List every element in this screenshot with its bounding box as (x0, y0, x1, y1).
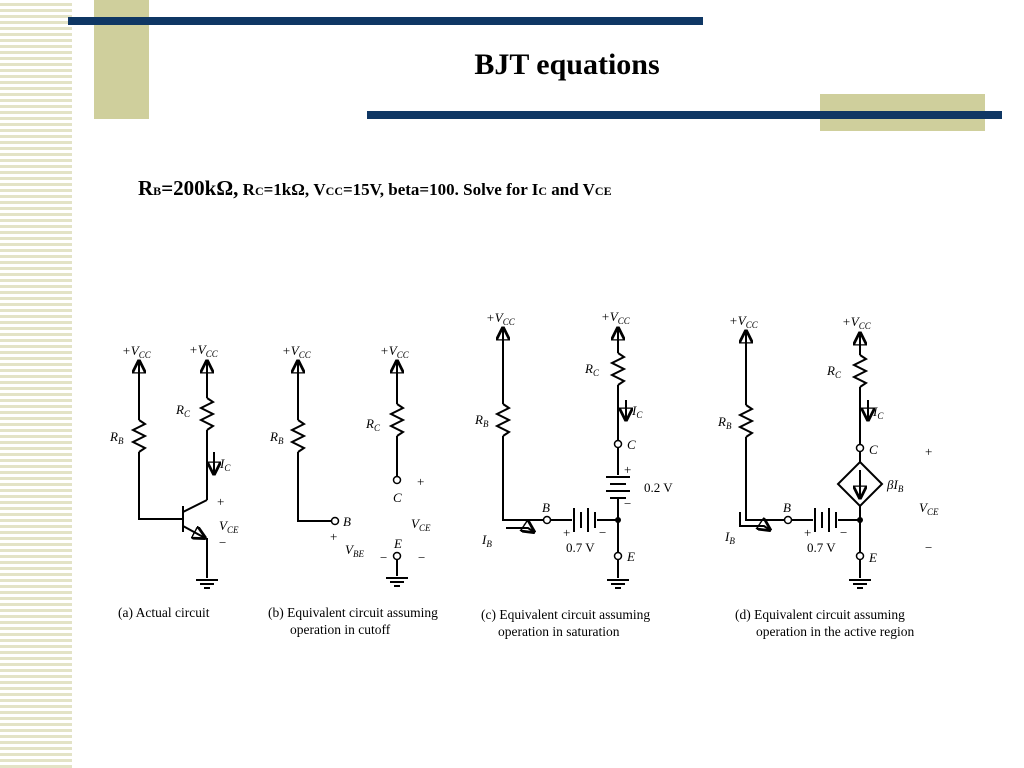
emitter-terminal-label: E (393, 536, 402, 551)
vce-sat-value-label: 0.2 V (644, 480, 673, 495)
plus-sign: + (804, 525, 811, 540)
vce-label: VCE (919, 500, 939, 517)
vcc-label: +VCC (486, 310, 516, 327)
caption-c-line2: operation in saturation (498, 624, 620, 639)
beta-ib-label: βIB (886, 477, 904, 494)
plus-sign: + (624, 462, 631, 477)
caption-b-line2: operation in cutoff (290, 622, 391, 637)
minus-sign: − (624, 496, 631, 511)
vcc-label: +VCC (729, 313, 759, 330)
rc-label: RC (584, 361, 600, 378)
vcc-label: +VCC (122, 343, 152, 360)
rc-label: RC (365, 416, 381, 433)
resistor-rb (289, 419, 307, 453)
vce-label: VCE (411, 516, 431, 533)
plus-sign: + (925, 444, 932, 459)
vcc-label: +VCC (189, 342, 219, 359)
ic-label: IC (872, 404, 884, 421)
ic-label: IC (219, 456, 231, 473)
collector-terminal-label: C (869, 442, 878, 457)
caption-d-line1: (d) Equivalent circuit assuming (735, 607, 905, 622)
resistor-rc (609, 352, 627, 386)
rb-label: RB (717, 414, 732, 431)
problem-statement: RB=200kΩ, RC=1kΩ, VCC=15V, beta=100. Sol… (138, 176, 612, 200)
minus-sign: − (840, 525, 847, 540)
minus-sign: − (380, 550, 387, 565)
caption-a: (a) Actual circuit (118, 605, 210, 620)
circuit-b-cutoff: +VCC RB B + VBE +VCC RC C + VCE E − − (b… (268, 343, 438, 637)
resistor-rb (494, 403, 512, 437)
plus-sign: + (563, 525, 570, 540)
base-terminal-label: B (343, 514, 351, 529)
collector-terminal-label: C (627, 437, 636, 452)
decorative-bar-top (68, 17, 703, 25)
ic-label: IC (631, 403, 643, 420)
vbe-value-label: 0.7 V (566, 540, 595, 555)
collector-terminal-label: C (393, 490, 402, 505)
base-terminal-label: B (542, 500, 550, 515)
rb-label: RB (474, 412, 489, 429)
slide-title: BJT equations (474, 48, 660, 81)
vbe-label: VBE (345, 542, 364, 559)
minus-sign: − (925, 540, 932, 555)
resistor-rc (851, 354, 869, 388)
circuit-c-saturation: +VCC RB IB B + − 0.7 V +VCC RC IC C + (474, 309, 673, 639)
minus-sign: − (418, 550, 425, 565)
minus-sign: − (599, 525, 606, 540)
decorative-side-strip (0, 0, 72, 768)
vcc-label: +VCC (282, 343, 312, 360)
resistor-rb (130, 419, 148, 453)
caption-d-line2: operation in the active region (756, 624, 914, 639)
circuit-a-actual: +VCC RB +VCC RC IC + VCE − (a) Actual ci… (109, 342, 239, 620)
emitter-terminal-label: E (626, 549, 635, 564)
resistor-rc (198, 397, 216, 431)
plus-sign: + (217, 494, 224, 509)
plus-sign: + (417, 474, 424, 489)
ib-label: IB (724, 529, 735, 546)
vce-label: VCE (219, 518, 239, 535)
plus-sign: + (330, 529, 337, 544)
decorative-bar-middle (367, 111, 1002, 119)
emitter-terminal-label: E (868, 550, 877, 565)
vcc-label: +VCC (380, 343, 410, 360)
ib-label: IB (481, 532, 492, 549)
rc-label: RC (826, 363, 842, 380)
vcc-label: +VCC (842, 314, 872, 331)
resistor-rb (737, 404, 755, 438)
rc-label: RC (175, 402, 191, 419)
rb-label: RB (269, 429, 284, 446)
vbe-value-label: 0.7 V (807, 540, 836, 555)
rb-label: RB (109, 429, 124, 446)
minus-sign: − (219, 535, 226, 550)
caption-b-line1: (b) Equivalent circuit assuming (268, 605, 438, 620)
circuit-d-active: +VCC RB IB B + − 0.7 V +VCC RC IC C βIB … (717, 313, 939, 639)
vcc-label: +VCC (601, 309, 631, 326)
base-terminal-label: B (783, 500, 791, 515)
caption-c-line1: (c) Equivalent circuit assuming (481, 607, 650, 622)
resistor-rc (388, 403, 406, 437)
